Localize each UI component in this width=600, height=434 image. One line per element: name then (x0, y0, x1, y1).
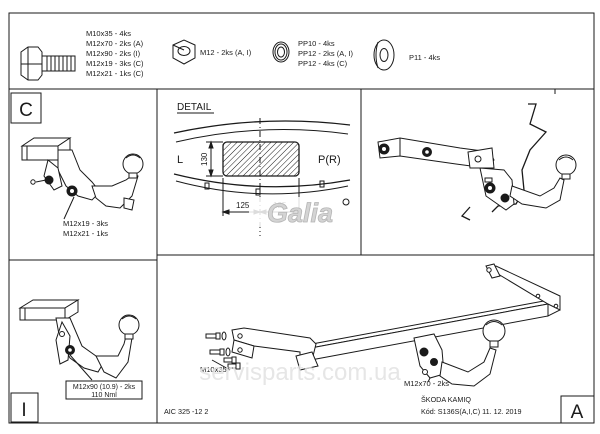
panel-a: M10x35 M12x70 - 2ks AIC 325 -12 2 ŠKODA … (164, 263, 595, 424)
panel-a-bolt-note: M10x35 (200, 365, 227, 374)
panel-c-note-2: M12x21 - 1ks (63, 229, 108, 238)
panel-i: M12x90 (10.9) - 2ks 110 Nml I (10, 299, 143, 423)
towbar-i-drawing (18, 299, 140, 381)
code-and-date: Kód: S136S(A,I,C) 11. 12. 2019 (421, 407, 522, 416)
brand-logo-text: Galia (267, 198, 333, 228)
detail-title: DETAIL (177, 102, 212, 113)
panel-frame (8, 12, 595, 424)
bolt-spec-2: M12x70 - 2ks (A) (86, 39, 144, 48)
vehicle-model: ŠKODA KAMIQ (421, 395, 471, 404)
panel-letter-i: I (21, 400, 26, 421)
panel-letter-a: A (571, 402, 584, 423)
washer-spec-1: PP10 - 4ks (298, 39, 335, 48)
washer-spec-3: PP12 - 4ks (C) (298, 59, 348, 68)
towbar-c-drawing (20, 137, 144, 211)
bolt-icon (20, 46, 76, 81)
galia-logo: Galia (249, 197, 350, 228)
cutout-area (222, 141, 300, 177)
drawing-number: AIC 325 -12 2 (164, 407, 208, 416)
washer-icon (272, 41, 290, 63)
washer-spec-2: PP12 - 2ks (A, I) (298, 49, 354, 58)
dim-height: 130 (200, 152, 209, 166)
nut-icon (172, 39, 196, 65)
rear-install-view (377, 103, 577, 221)
parts-list: M10x35 - 4ks M12x70 - 2ks (A) M12x90 - 2… (20, 29, 440, 81)
panel-a-bolt-note-2: M12x70 - 2ks (404, 379, 449, 388)
large-washer-icon (373, 39, 395, 71)
detail-right-label: P(R) (318, 154, 341, 166)
dim-left: 125 (236, 201, 250, 210)
detail-left-label: L (177, 154, 183, 166)
panel-i-note-2: 110 Nml (91, 392, 117, 399)
bolt-spec-3: M12x90 - 2ks (I) (86, 49, 141, 58)
bolt-spec-5: M12x21 - 1ks (C) (86, 69, 144, 78)
panel-c-note-1: M12x19 - 3ks (63, 219, 108, 228)
panel-letter-c: C (19, 100, 33, 121)
large-washer-spec: P11 - 4ks (409, 53, 440, 62)
bolt-spec-4: M12x19 - 3ks (C) (86, 59, 144, 68)
nut-spec: M12 - 2ks (A, I) (200, 48, 252, 57)
watermark-text: servisparts.com.ua (199, 359, 401, 386)
towbar-a-drawing (205, 263, 561, 387)
panel-c: C M12x19 - 3ks M12x21 - 1 (10, 92, 144, 238)
detail-panel: DETAIL 130 125 (173, 102, 351, 236)
panel-i-note-1: M12x90 (10.9) - 2ks (73, 384, 136, 391)
bolt-spec-1: M10x35 - 4ks (86, 29, 131, 38)
